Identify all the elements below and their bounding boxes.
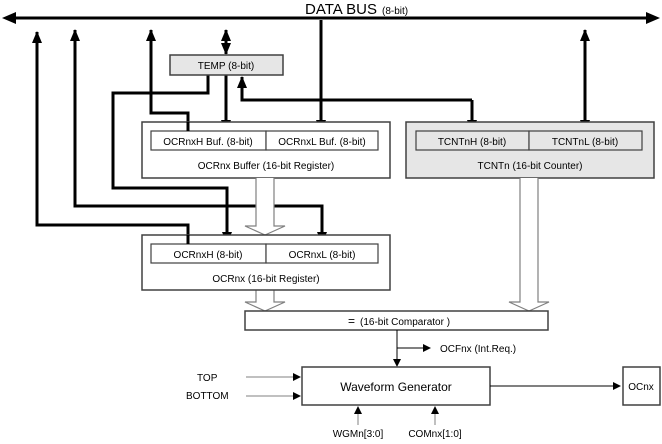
bus-right-arrow-icon	[646, 12, 660, 24]
output-label: OCnx	[628, 382, 654, 393]
ocr-buffer-register: OCRnxH Buf. (8-bit) OCRnxL Buf. (8-bit) …	[141, 121, 391, 179]
temp-label: TEMP (8-bit)	[198, 61, 255, 72]
waveform-label: Waveform Generator	[340, 380, 452, 394]
comparator-symbol: =	[348, 314, 355, 328]
tcnt-caption: TCNTn (16-bit Counter)	[477, 161, 582, 172]
tcnt-high: TCNTnH (8-bit)	[438, 137, 506, 148]
ocr-low: OCRnxL (8-bit)	[289, 250, 356, 261]
interrupt-label: OCFnx (Int.Req.)	[440, 344, 516, 355]
wire-ocrh-buf-to-bus	[146, 29, 190, 132]
waveform-generator: Waveform Generator	[301, 366, 491, 406]
data-bus: DATA BUS (8-bit)	[2, 1, 660, 24]
bottom-label: BOTTOM	[186, 391, 229, 402]
bus-subtitle: (8-bit)	[382, 6, 408, 17]
wgm-label: WGMn[3:0]	[333, 429, 384, 440]
bus-left-arrow-icon	[2, 12, 16, 24]
top-label: TOP	[197, 373, 218, 384]
bus-title: DATA BUS	[305, 1, 377, 18]
output-pin: OCnx	[622, 366, 661, 406]
tcnt-register: TCNTnH (8-bit) TCNTnL (8-bit) TCNTn (16-…	[405, 121, 655, 179]
ocr-high: OCRnxH (8-bit)	[174, 250, 243, 261]
wire-tcnth-to-temp	[237, 76, 472, 102]
wide-arrow-tcnt-to-comparator	[508, 178, 550, 312]
comparator: = (16-bit Comparator )	[244, 310, 549, 331]
wire-temp-to-ocrh	[111, 75, 232, 244]
ocr-buffer-caption: OCRnx Buffer (16-bit Register)	[198, 161, 335, 172]
ocr-caption: OCRnx (16-bit Register)	[212, 274, 319, 285]
tcnt-low: TCNTnL (8-bit)	[552, 137, 618, 148]
ocr-buffer-low: OCRnxL Buf. (8-bit)	[278, 137, 365, 148]
com-label: COMnx[1:0]	[408, 429, 462, 440]
ocr-buffer-high: OCRnxH Buf. (8-bit)	[163, 137, 252, 148]
comparator-label: (16-bit Comparator )	[360, 317, 450, 328]
ocr-register: OCRnxH (8-bit) OCRnxL (8-bit) OCRnx (16-…	[141, 234, 391, 291]
wide-arrow-ocr-to-comparator	[244, 290, 286, 312]
temp-register: TEMP (8-bit)	[169, 54, 284, 76]
